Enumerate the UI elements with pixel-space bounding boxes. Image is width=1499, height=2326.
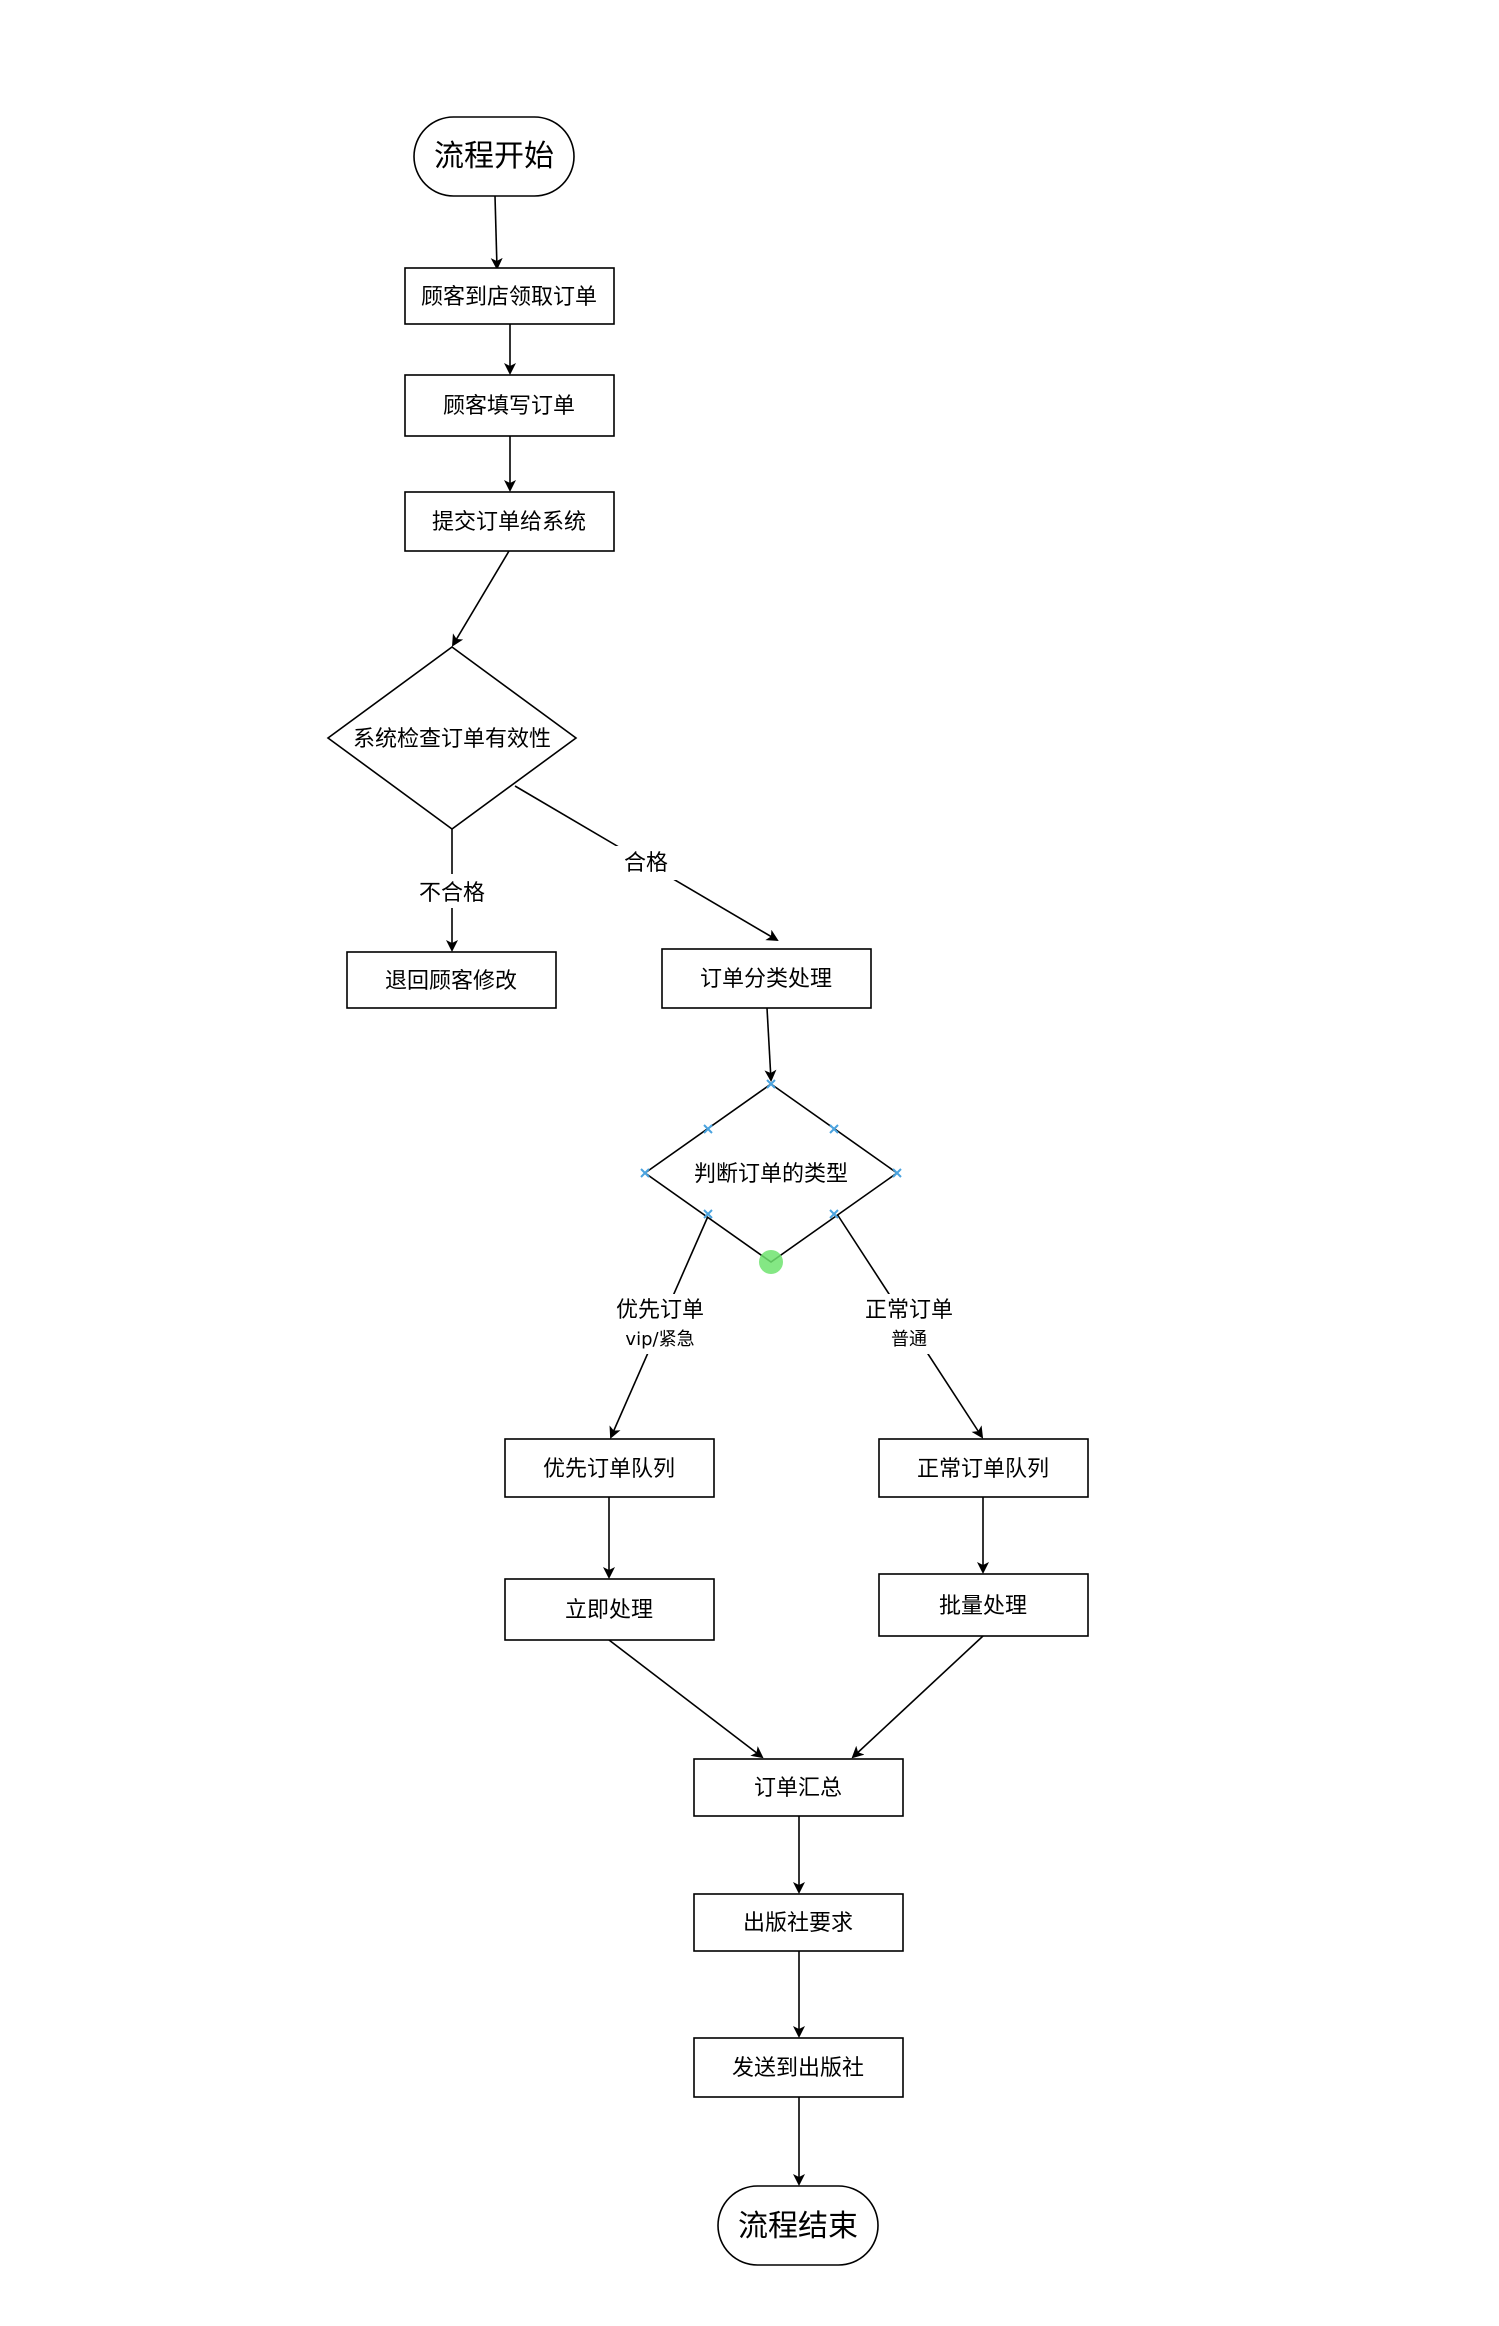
batch-node[interactable]: 批量处理 [878,1573,1089,1637]
get-order-node[interactable]: 顾客到店领取订单 [404,267,615,325]
send-node-label: 发送到出版社 [732,2056,864,2081]
edge-label-normal-line2[interactable]: 普通 [891,1329,927,1350]
selection-handles [640,1079,902,1274]
fill-order-node-label: 顾客填写订单 [443,394,575,419]
edge-classify-to-judge[interactable] [764,1007,777,1082]
edge-start-to-get-order[interactable] [490,195,503,270]
nodes: 流程开始 顾客到店领取订单 顾客填写订单 提交订单给系统 系统检查订单有效性 退… [326,116,1089,2266]
normal-queue-node-label: 正常订单队列 [917,1457,1049,1482]
edge-immediate-to-summary[interactable] [608,1639,764,1759]
handle-lower-right[interactable] [829,1209,839,1219]
handle-left[interactable] [640,1168,650,1178]
check-decision-node[interactable]: 系统检查订单有效性 [326,646,578,830]
end-node[interactable]: 流程结束 [717,2185,879,2266]
return-modify-node-label: 退回顾客修改 [385,969,517,994]
send-node[interactable]: 发送到出版社 [693,2037,904,2098]
priority-queue-node-label: 优先订单队列 [543,1457,675,1482]
handle-lower-left[interactable] [703,1209,713,1219]
edge-label-fail[interactable]: 不合格 [419,881,485,906]
edge-label-pass[interactable]: 合格 [624,851,668,876]
return-modify-node[interactable]: 退回顾客修改 [346,951,557,1009]
summary-node-label: 订单汇总 [754,1776,842,1801]
summary-node[interactable]: 订单汇总 [693,1758,904,1817]
edge-label-priority-line1[interactable]: 优先订单 [616,1298,704,1323]
immediate-node[interactable]: 立即处理 [504,1578,715,1641]
edge-submit-to-check[interactable] [451,550,510,647]
handle-top[interactable] [766,1079,776,1089]
priority-queue-node[interactable]: 优先订单队列 [504,1438,715,1498]
end-node-label: 流程结束 [738,2209,858,2244]
edge-label-priority-line2[interactable]: vip/紧急 [625,1329,694,1350]
connection-point-bottom[interactable] [759,1250,783,1274]
immediate-node-label: 立即处理 [565,1598,653,1623]
classify-node-label: 订单分类处理 [700,967,832,992]
edge-batch-to-summary[interactable] [851,1635,984,1759]
start-node[interactable]: 流程开始 [413,116,575,197]
edge-labels: 不合格 合格 优先订单 vip/紧急 正常订单 普通 [410,846,964,1354]
handle-right[interactable] [892,1168,902,1178]
publisher-req-node[interactable]: 出版社要求 [693,1893,904,1952]
publisher-req-node-label: 出版社要求 [743,1911,853,1936]
judge-type-decision-node-label: 判断订单的类型 [694,1162,848,1187]
fill-order-node[interactable]: 顾客填写订单 [404,374,615,437]
edge-label-normal-line1[interactable]: 正常订单 [865,1298,953,1323]
handle-upper-right[interactable] [829,1124,839,1134]
batch-node-label: 批量处理 [939,1594,1027,1619]
handle-upper-left[interactable] [703,1124,713,1134]
judge-type-decision-node[interactable]: 判断订单的类型 [640,1079,902,1274]
get-order-node-label: 顾客到店领取订单 [421,285,597,310]
start-node-label: 流程开始 [434,139,554,174]
check-decision-node-label: 系统检查订单有效性 [353,727,551,752]
submit-node-label: 提交订单给系统 [432,510,586,535]
normal-queue-node[interactable]: 正常订单队列 [878,1438,1089,1498]
submit-node[interactable]: 提交订单给系统 [404,491,615,552]
classify-node[interactable]: 订单分类处理 [661,948,872,1009]
